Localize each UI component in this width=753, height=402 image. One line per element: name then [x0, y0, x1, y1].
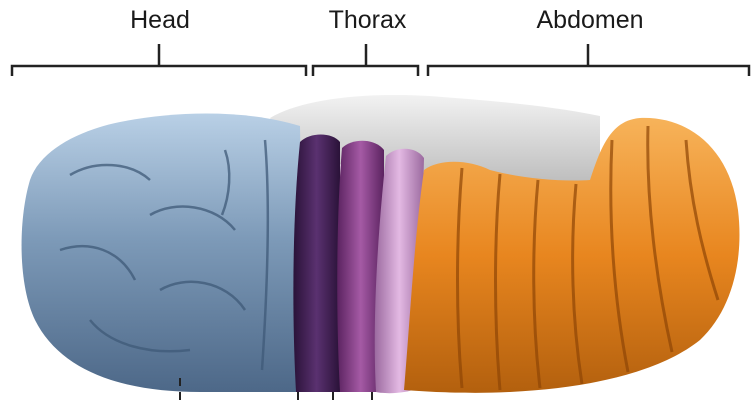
thorax-segment-1 — [293, 135, 340, 393]
abdomen-label: Abdomen — [480, 6, 700, 35]
thorax-bracket — [313, 44, 418, 76]
head-bracket — [12, 44, 306, 76]
thorax-label: Thorax — [300, 6, 435, 35]
head-label: Head — [60, 6, 260, 35]
abdomen-bracket — [428, 44, 749, 76]
